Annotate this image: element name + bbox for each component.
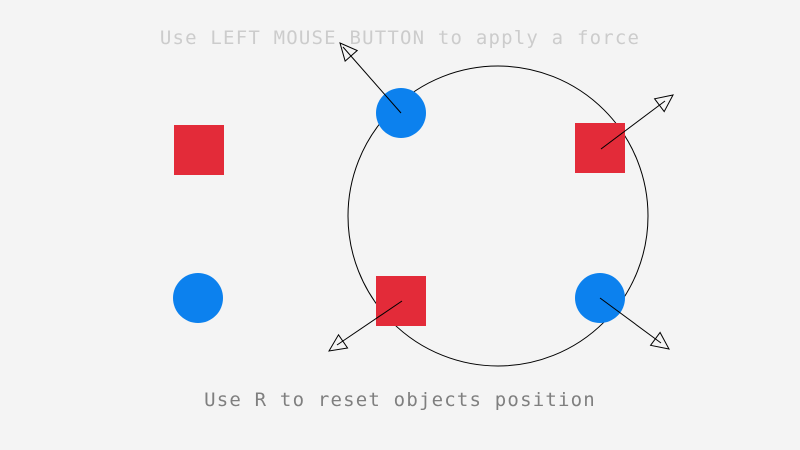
force-vector-arrowhead — [339, 42, 359, 62]
force-vector-arrow — [599, 297, 670, 350]
force-vector-shaft — [336, 300, 403, 346]
force-vector-shaft — [599, 297, 662, 344]
force-vector-arrow — [328, 300, 403, 352]
guide-circle — [347, 65, 649, 367]
force-vector-shaft — [600, 100, 666, 150]
force-vector-arrowhead — [649, 331, 670, 350]
force-vector-arrow — [600, 94, 674, 150]
force-vector-arrow — [339, 42, 402, 114]
body-square[interactable] — [376, 276, 426, 326]
force-vector-arrowhead — [653, 94, 674, 113]
body-square[interactable] — [575, 123, 625, 173]
body-circle[interactable] — [173, 273, 223, 323]
body-square[interactable] — [174, 125, 224, 175]
force-vector-arrowhead — [328, 333, 349, 352]
force-vector-shaft — [342, 46, 402, 114]
force-vectors-layer — [328, 42, 674, 352]
